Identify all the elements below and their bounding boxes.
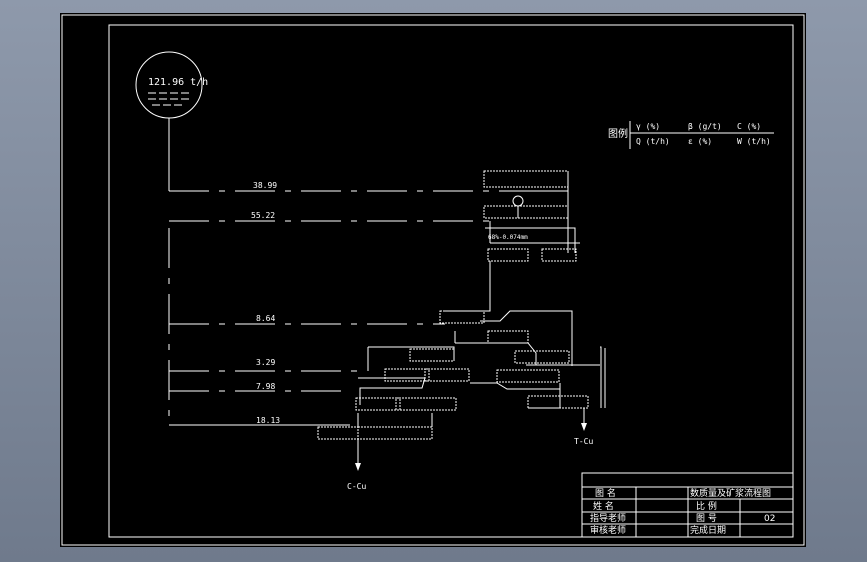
feed-bin-water-lines	[148, 92, 189, 106]
stream-label-2: 55.22	[251, 211, 275, 220]
scavenger-cell-2	[496, 369, 560, 383]
flowsheet-drawing: 121.96 t/h 图例 γ (%) β (g/t) C (%) Q (t/h…	[61, 14, 805, 546]
stream-label-4: 3.29	[256, 358, 275, 367]
stream-label-5: 7.98	[256, 382, 275, 391]
tailings-label: T-Cu	[574, 437, 593, 446]
stream-label-1: 38.99	[253, 181, 277, 190]
cleaner-cell-6	[395, 397, 457, 411]
tb-date-label: 完成日期	[690, 524, 726, 536]
legend-c: C (%)	[737, 122, 761, 131]
legend-q: Q (t/h)	[636, 137, 670, 146]
tb-name-label: 图 名	[595, 487, 616, 499]
cyclone-symbol	[512, 195, 524, 207]
cleaner-cell-5	[355, 397, 401, 411]
final-cleaner-cell-2	[357, 426, 433, 440]
tb-advisor-label: 指导老师	[590, 512, 626, 524]
legend: 图例 γ (%) β (g/t) C (%) Q (t/h) ε (%) W (…	[608, 121, 774, 149]
cleaner-cell-2	[409, 348, 455, 362]
tb-drawing-no-value: 02	[764, 514, 775, 524]
scavenger-cell-3	[527, 395, 589, 409]
tb-drawing-no-label: 图 号	[696, 513, 717, 524]
flotation-circuit	[317, 261, 606, 440]
feed-bin: 121.96 t/h	[135, 51, 208, 119]
cleaner-cell-4	[424, 368, 470, 382]
legend-beta: β (g/t)	[688, 122, 722, 131]
legend-heading: 图例	[608, 127, 628, 140]
tb-drawing-title: 数质量及矿浆流程图	[690, 487, 771, 499]
tb-author-label: 姓 名	[593, 500, 614, 512]
concentrate-label: C-Cu	[347, 482, 366, 491]
cleaner-cell-1	[487, 330, 529, 344]
final-cleaner-cell-1	[317, 426, 359, 440]
concentrate-output: C-Cu	[347, 439, 366, 491]
stream-label-6: 18.13	[256, 416, 280, 425]
rougher-cell	[439, 310, 485, 324]
scavenger-cell-1	[514, 350, 570, 364]
outer-border	[61, 14, 805, 546]
legend-epsilon: ε (%)	[688, 137, 712, 146]
tailings-output: T-Cu	[574, 408, 593, 446]
legend-w: W (t/h)	[737, 137, 771, 146]
cleaner-cell-3	[384, 368, 430, 382]
grinding-classifier-unit: 68%-0.074mm	[483, 170, 580, 262]
tb-scale-label: 比 例	[696, 500, 717, 512]
feed-label: 121.96 t/h	[148, 77, 208, 88]
stream-label-3: 8.64	[256, 314, 275, 323]
legend-gamma: γ (%)	[636, 122, 660, 131]
title-block: 图 名 数质量及矿浆流程图 姓 名 比 例 指导老师 图 号 02 审核老师 完…	[581, 472, 794, 538]
tb-reviewer-label: 审核老师	[590, 524, 626, 536]
stream-lines: 38.99 55.22 8.64 3.29 7.98 18.13	[169, 181, 515, 426]
inner-border	[108, 24, 794, 538]
screen-label: 68%-0.074mm	[488, 234, 528, 241]
drawing-sheet: 121.96 t/h 图例 γ (%) β (g/t) C (%) Q (t/h…	[60, 13, 806, 547]
